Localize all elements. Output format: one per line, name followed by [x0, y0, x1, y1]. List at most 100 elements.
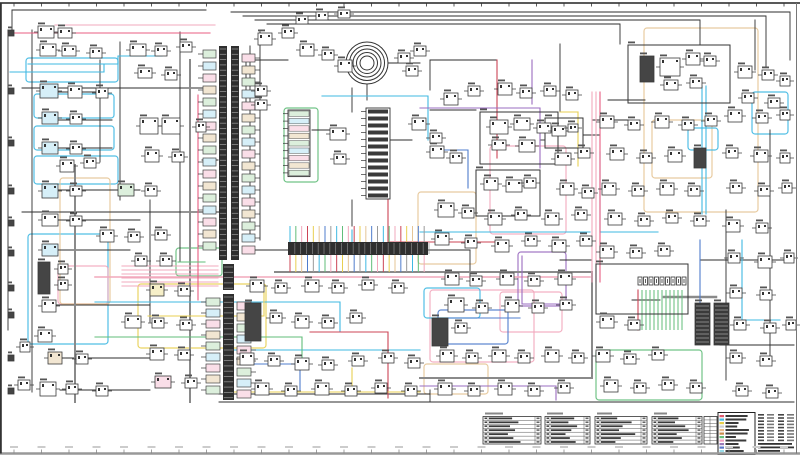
component-label: [726, 144, 733, 147]
component-pin-mark: [187, 380, 189, 383]
component-pin-mark: [44, 216, 46, 219]
component-box: [99, 229, 115, 243]
component-pin-mark: [354, 358, 356, 361]
component-label: [84, 154, 91, 157]
component-pin-mark: [270, 358, 272, 361]
connector-pin: [368, 186, 388, 191]
component-label: [414, 42, 421, 45]
legend-row-number: [546, 425, 549, 427]
wire-color-label: [725, 418, 747, 421]
wire: [419, 385, 557, 401]
component-label: [406, 62, 413, 65]
component-pin-mark: [347, 388, 349, 391]
ruler-zone-label: [202, 446, 211, 448]
component-pin-mark: [157, 378, 159, 381]
trunk-stub: [241, 185, 256, 195]
component-pin-mark: [583, 212, 585, 214]
component-label: [766, 384, 773, 387]
component-pin-mark: [528, 90, 530, 92]
component-box: [411, 117, 427, 131]
component-pin-mark: [568, 275, 570, 277]
component-label: [688, 182, 695, 185]
component-pin-mark: [730, 112, 732, 115]
trunk-stub: [202, 73, 217, 83]
component-pin-mark: [377, 385, 379, 388]
component-label: [258, 29, 265, 32]
legend-row-text: [489, 437, 514, 439]
wire: [9, 63, 105, 73]
component-pin-mark: [137, 318, 139, 320]
component-label: [500, 269, 507, 272]
component-label: [604, 376, 611, 379]
component-pin-mark: [422, 120, 424, 122]
trunk-stub: [205, 363, 221, 373]
component-pin-mark: [562, 242, 564, 244]
component-box: [491, 349, 507, 363]
component-label: [180, 316, 187, 319]
connector-pin: [368, 151, 388, 156]
component-box: [551, 239, 567, 253]
component-label: [506, 176, 513, 179]
component-label: [155, 372, 162, 375]
component-label: [58, 260, 65, 263]
component-pin-mark: [500, 85, 502, 88]
component-label: [515, 206, 522, 209]
component-box: [349, 312, 363, 324]
component-pin-mark: [688, 55, 690, 58]
component-box: [681, 119, 695, 131]
component-label: [490, 116, 497, 119]
component-pin-mark: [137, 258, 139, 261]
component-pin-mark: [540, 305, 542, 307]
connector-strip: [223, 264, 234, 290]
component-pin-mark: [762, 292, 764, 295]
component-box: [514, 209, 528, 221]
component-label: [545, 346, 552, 349]
component-box: [727, 109, 743, 123]
component-box: [254, 99, 268, 111]
component-box: [627, 119, 641, 131]
component-label: [555, 149, 562, 152]
component-pin-mark: [78, 218, 80, 220]
component-box: [254, 85, 268, 97]
component-box: [69, 185, 83, 197]
component-box: [7, 387, 15, 395]
component-label: [178, 282, 185, 285]
component-box: [599, 115, 615, 129]
component-label: [624, 350, 631, 353]
component-pin-mark: [552, 88, 554, 90]
component-pin-mark: [476, 88, 478, 90]
component-box: [41, 243, 59, 257]
component-box: [654, 115, 670, 129]
connector-pin: [288, 118, 310, 125]
component-box: [381, 352, 395, 364]
component-pin-mark: [497, 242, 499, 245]
connector-pin: [288, 140, 310, 147]
wire-color-swatch: [719, 446, 724, 449]
component-label: [155, 42, 162, 45]
component-label: [560, 179, 567, 182]
component-label: [495, 236, 502, 239]
component-label: [764, 319, 771, 322]
wire: [94, 301, 341, 333]
component-pin-mark: [352, 315, 354, 318]
component-pin-mark: [612, 185, 614, 187]
wire-color-swatch: [719, 443, 724, 446]
component-label: [255, 82, 262, 85]
component-pin-mark: [630, 122, 632, 125]
component-pin-mark: [494, 180, 496, 182]
component-pin-mark: [648, 155, 650, 157]
component-box: [504, 299, 520, 313]
component-box: [531, 302, 545, 314]
component-label: [558, 379, 565, 382]
component-pin-mark: [586, 150, 588, 152]
component-label: [596, 260, 603, 263]
trunk-stub: [241, 53, 256, 63]
component-label: [704, 52, 711, 55]
component-pin-mark: [515, 302, 517, 304]
abbrev-code: [778, 436, 784, 438]
component-pin-mark: [168, 258, 170, 260]
component-box: [7, 139, 15, 147]
component-pin-mark: [590, 190, 592, 192]
component-pin-mark: [257, 88, 259, 91]
